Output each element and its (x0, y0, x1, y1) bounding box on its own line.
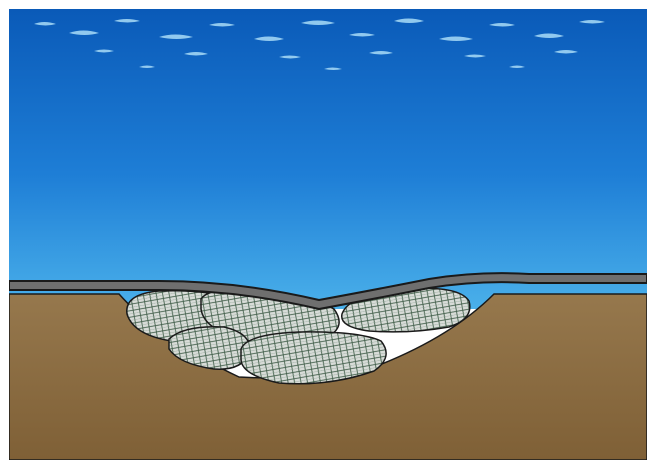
seabed-pipeline-illustration (9, 9, 647, 460)
water-body (9, 9, 647, 309)
